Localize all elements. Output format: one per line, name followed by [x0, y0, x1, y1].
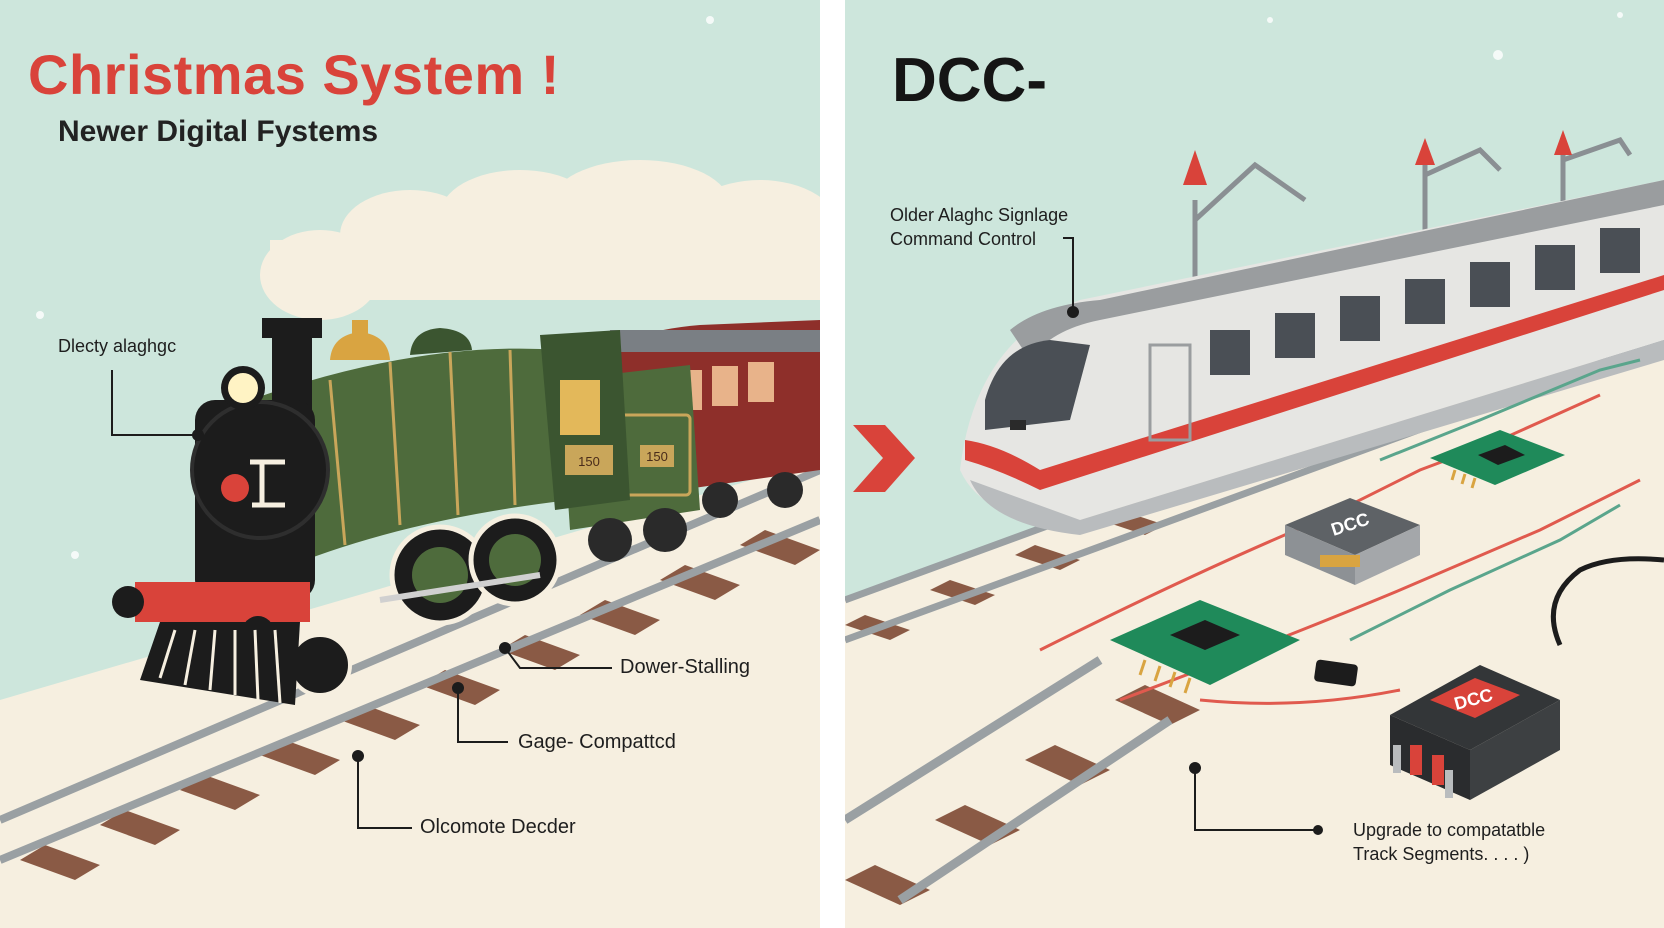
right-panel: DCC DCC: [845, 0, 1664, 928]
cab-plate: 150: [578, 454, 600, 469]
callout-label-upgrade: Upgrade to compatatble Track Segments. .…: [1353, 818, 1545, 866]
left-title: Christmas System !: [28, 43, 560, 106]
callout-upgrade-line1: Upgrade to compatatble: [1353, 820, 1546, 840]
steam-locomotive: 150: [112, 318, 630, 705]
signal-tips: [1183, 130, 1572, 185]
connector: [1314, 659, 1358, 687]
right-title: DCC-: [892, 46, 1047, 115]
steam-cloud: [260, 160, 820, 320]
dcc-module: DCC: [1285, 498, 1420, 585]
left-subtitle: Newer Digital Fystems: [58, 115, 379, 148]
left-callout-lines: [111, 370, 612, 829]
left-panel: 150 150: [0, 0, 820, 928]
dcc-controller: DCC: [1390, 556, 1664, 800]
callout-label-top-left: Dlecty alaghgc: [58, 336, 177, 356]
snow-dots-right: [1267, 12, 1623, 60]
pcb-decoder-top: [1430, 430, 1565, 489]
callout-label-decoder: Olcomote Decder: [420, 816, 576, 838]
panel-divider: [820, 0, 845, 928]
callout-label-gage: Gage- Compattcd: [518, 731, 676, 753]
transition-arrow: [853, 425, 915, 492]
callout-upgrade-line2: Track Segments. . . . ): [1353, 844, 1530, 864]
tender-plate: 150: [646, 449, 668, 464]
pcb-decoder-bottom: [1110, 600, 1300, 694]
right-callout-lines: [1063, 237, 1323, 835]
callout-label-stalling: Dower-Stalling: [620, 656, 751, 678]
catenary-masts: [1192, 136, 1633, 300]
callout-top-right-line2: Command Control: [890, 229, 1037, 249]
callout-label-top-right: Older Alaghc Signlage Command Control: [890, 203, 1068, 251]
callout-top-right-line1: Older Alaghc Signlage: [890, 205, 1069, 225]
high-speed-train: [960, 180, 1664, 535]
